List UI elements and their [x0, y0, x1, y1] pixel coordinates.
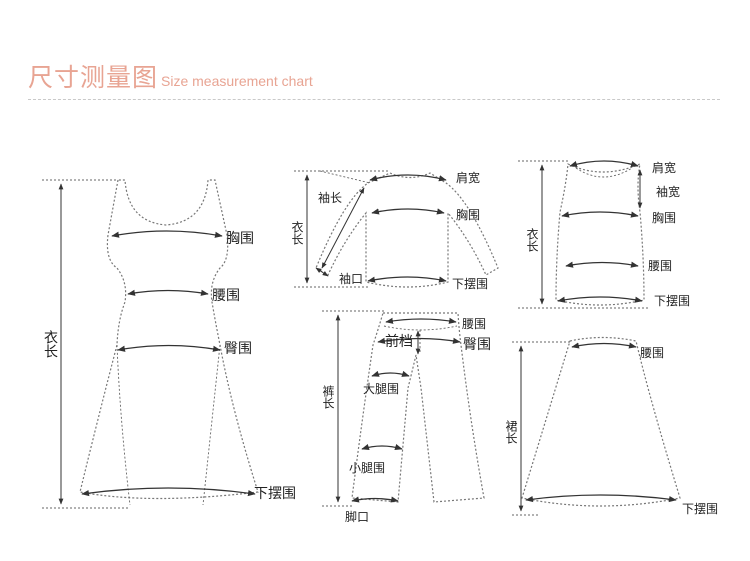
pants-hip-arc — [377, 337, 461, 344]
skirt-hem-label: 下摆围 — [682, 502, 718, 516]
title-cn: 尺寸测量图 — [28, 63, 159, 92]
tank-waist-label: 腰围 — [648, 259, 672, 273]
pants-figure: 腰围 前档 臀围 裤长 大腿围 小腿围 脚口 — [321, 310, 491, 524]
shirt-shoulder-label: 肩宽 — [456, 170, 480, 185]
dress-hip-label: 臀围 — [224, 341, 252, 357]
tank-outline — [555, 163, 645, 306]
dress-hem-arc — [81, 487, 256, 497]
pants-thigh-label: 大腿围 — [363, 382, 399, 396]
header-divider — [28, 99, 720, 100]
tank-chest-arc — [561, 211, 639, 218]
dress-waist-label: 腰围 — [212, 288, 240, 304]
pants-rise-label: 前档 — [385, 333, 413, 350]
shirt-figure: 肩宽 袖长 胸围 衣长 袖口 下摆围 — [290, 170, 499, 291]
tank-chest-label: 胸围 — [652, 210, 676, 225]
tank-shoulder-label: 肩宽 — [652, 160, 676, 175]
pants-length-label: 裤长 — [321, 385, 335, 409]
shirt-length-label: 衣长 — [290, 220, 304, 245]
pants-calf-arc — [361, 443, 403, 450]
skirt-waist-arc — [571, 342, 637, 349]
shirt-hem-arc — [367, 276, 447, 283]
skirt-outline — [521, 336, 681, 507]
tank-sleeve-width-label: 袖宽 — [656, 184, 680, 199]
dress-waist-arc — [127, 289, 209, 296]
tank-neck-curve — [575, 167, 633, 178]
skirt-figure: 腰围 裙长 下摆围 — [504, 336, 718, 516]
dress-outline — [79, 179, 259, 500]
shirt-chest-arc — [371, 208, 445, 215]
skirt-hem-arc — [525, 494, 677, 503]
pants-thigh-arc — [371, 370, 410, 377]
dress-center-seam-right — [202, 344, 221, 506]
pants-hip-label: 臀围 — [463, 337, 491, 353]
dress-length-label: 衣长 — [42, 330, 58, 358]
tank-shoulder-arc — [569, 160, 639, 168]
pants-leg-opening-label: 脚口 — [345, 509, 369, 524]
shirt-shoulder-arc — [369, 174, 447, 182]
pants-waist-label: 腰围 — [462, 317, 486, 331]
shirt-cuff-arrow — [315, 267, 329, 277]
dress-figure: 胸围 腰围 臀围 下摆围 衣长 — [42, 179, 296, 509]
shirt-hem-label: 下摆围 — [452, 277, 488, 291]
shirt-chest-label: 胸围 — [456, 207, 480, 222]
tank-length-label: 衣长 — [525, 227, 539, 252]
dress-center-seam-left — [116, 344, 131, 506]
shirt-shoulder-guide — [319, 170, 371, 184]
tank-hem-arc — [557, 296, 643, 303]
pants-leg-opening-arc — [351, 496, 399, 503]
tank-figure: 肩宽 袖宽 胸围 衣长 腰围 下摆围 — [518, 160, 690, 309]
pants-waist-arc — [385, 317, 457, 324]
skirt-waist-label: 腰围 — [640, 346, 664, 360]
title-en: Size measurement chart — [161, 73, 313, 89]
shirt-sleeve-label: 袖长 — [318, 190, 342, 205]
skirt-length-label: 裙长 — [504, 420, 518, 444]
pants-outline — [351, 312, 485, 503]
dress-hip-arc — [117, 344, 221, 352]
shirt-outline — [315, 172, 499, 288]
pants-calf-label: 小腿围 — [349, 461, 385, 475]
shirt-cuff-label: 袖口 — [339, 271, 363, 286]
tank-hem-label: 下摆围 — [654, 294, 690, 308]
dress-chest-arc — [111, 230, 223, 238]
pants-waistband — [383, 325, 458, 331]
shirt-sleeve-arrow — [321, 187, 365, 269]
dress-hem-label: 下摆围 — [254, 486, 296, 502]
dress-chest-label: 胸围 — [226, 231, 254, 247]
tank-waist-arc — [565, 261, 639, 268]
